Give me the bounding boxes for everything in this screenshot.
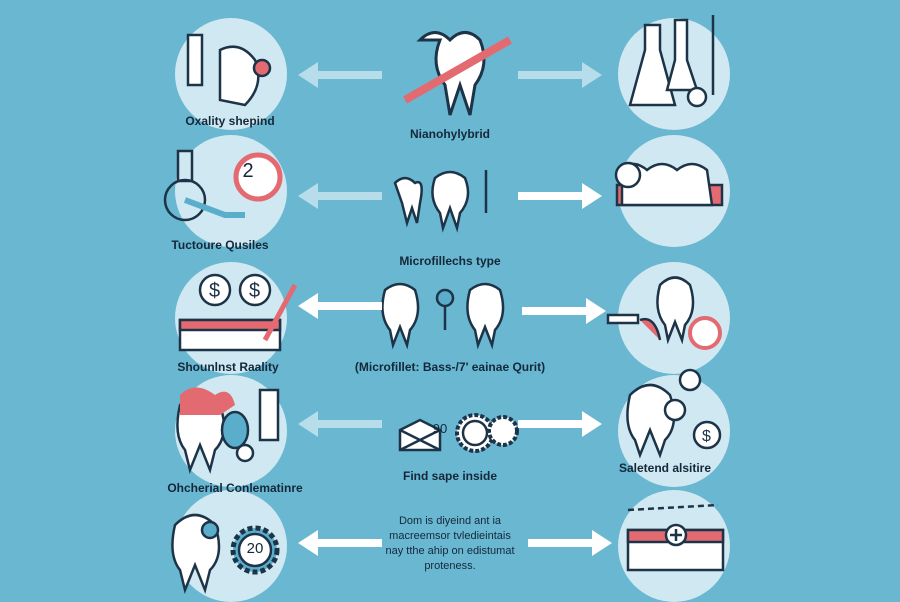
teeth-magnifier-icon xyxy=(381,282,505,350)
svg-text:$: $ xyxy=(702,428,711,445)
badge-row2: 2 xyxy=(242,160,254,182)
right-arrow-1 xyxy=(518,62,602,88)
teeth-icon xyxy=(393,170,488,233)
dental-tool-icon xyxy=(163,149,283,222)
center-label-1: Nianohylybrid xyxy=(409,127,490,141)
left-circle-3 xyxy=(175,262,287,374)
right-arrow-3 xyxy=(522,298,606,324)
paragraph-line: macreemsor tvledieintais xyxy=(389,530,511,542)
right-arrow-2 xyxy=(518,183,602,209)
tooth-syringe-icon xyxy=(176,387,280,475)
tooth-dollar-icon: $ xyxy=(626,368,722,459)
dental-chair-icon xyxy=(606,276,722,350)
left-arrow-4 xyxy=(298,411,382,437)
right-arrow-4 xyxy=(518,411,602,437)
left-arrow-2 xyxy=(298,183,382,209)
left-label-2: Tuctoure Qusiles xyxy=(171,238,269,252)
right-label-1: Saletend alsitire xyxy=(618,461,712,475)
center-label-3: (Microfillet: Bass-/7' eainae Qurit) xyxy=(354,360,546,374)
bottom-paragraph: Dom is diyeind ant ia macreemsor tvledie… xyxy=(340,514,560,574)
lab-flask-icon xyxy=(186,33,272,107)
paragraph-line: Dom is diyeind ant ia xyxy=(398,515,502,527)
left-arrow-5 xyxy=(298,530,382,556)
gums-plus-icon xyxy=(626,503,725,572)
left-label-1: Oxality shepind xyxy=(185,114,275,128)
badge-row5: 20 xyxy=(246,540,264,557)
center-label-2: Microfillechs type xyxy=(399,254,501,268)
left-label-4: Ohcherial Conlematinre xyxy=(167,481,303,495)
tooth-toothbrush-icon xyxy=(403,31,512,116)
tooth-gear-icon xyxy=(171,513,280,595)
left-arrow-3 xyxy=(298,293,382,319)
center-label-4: Find sape inside xyxy=(402,469,498,483)
svg-text:$: $ xyxy=(209,280,220,302)
gums-teeth-icon xyxy=(614,161,724,207)
paragraph-line: nay tthe ahip on edistumat xyxy=(385,545,515,557)
right-arrow-5 xyxy=(528,530,612,556)
dollar-denture-icon: $$ xyxy=(178,273,298,352)
svg-text:$: $ xyxy=(249,280,260,302)
beakers-icon xyxy=(628,15,715,108)
paragraph-line: proteness. xyxy=(424,560,476,572)
left-label-3: Shounlnst Raality xyxy=(177,360,279,374)
left-arrow-1 xyxy=(298,62,382,88)
envelope-gear-icon xyxy=(398,413,519,453)
badge-row4: 90 xyxy=(432,421,448,436)
